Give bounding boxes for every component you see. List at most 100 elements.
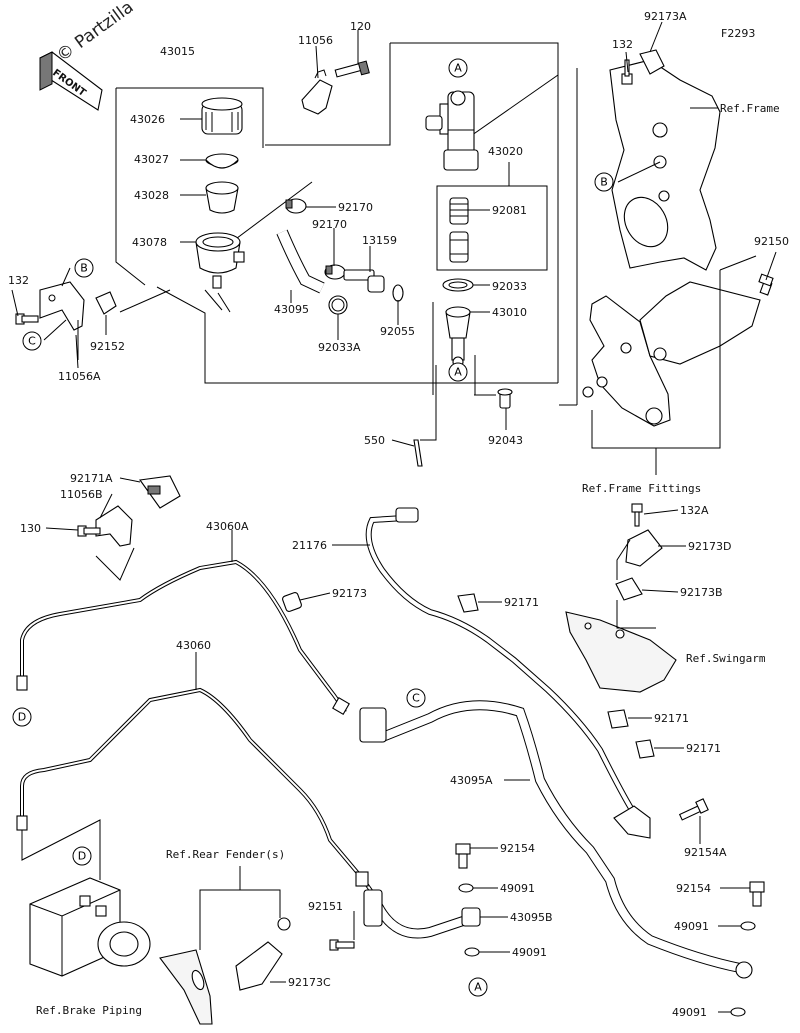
- hose-43095[interactable]: [276, 229, 325, 294]
- frame-casting[interactable]: [609, 59, 721, 271]
- part-label: 13159: [362, 234, 397, 247]
- clip-92171-c[interactable]: [635, 739, 655, 759]
- clip-92171-a[interactable]: [457, 593, 479, 613]
- swingarm-fragment[interactable]: [565, 611, 677, 693]
- part-label: 43060A: [206, 520, 249, 533]
- bolt-132-left[interactable]: [15, 313, 39, 325]
- clip-92173B[interactable]: [615, 577, 643, 601]
- clip-92171-b[interactable]: [607, 709, 629, 729]
- part-label: 49091: [500, 882, 535, 895]
- clip-92171A[interactable]: [139, 475, 181, 509]
- oring-92055[interactable]: [392, 284, 404, 302]
- svg-text:A: A: [454, 62, 462, 75]
- part-label: 92081: [492, 204, 527, 217]
- part-label: 92170: [338, 201, 373, 214]
- part-label: 43028: [134, 189, 169, 202]
- reservoir-cap[interactable]: [201, 97, 243, 135]
- pin-92043[interactable]: [497, 388, 513, 409]
- bolt-92154-center[interactable]: [455, 843, 471, 869]
- part-label: 43026: [130, 113, 165, 126]
- bolt-130[interactable]: [77, 525, 101, 537]
- bolt-120[interactable]: [334, 60, 370, 78]
- pin-550[interactable]: [413, 439, 423, 467]
- master-cylinder-body[interactable]: [425, 90, 479, 171]
- hose-43095A[interactable]: [359, 700, 753, 979]
- rubber-92152[interactable]: [95, 291, 117, 315]
- part-label: 92151: [308, 900, 343, 913]
- reservoir-plate[interactable]: [205, 153, 239, 169]
- fitting-13159[interactable]: [343, 269, 385, 293]
- part-label: 92171: [686, 742, 721, 755]
- abs-unit[interactable]: [29, 877, 151, 977]
- part-label: 132: [8, 274, 29, 287]
- part-label: 43027: [134, 153, 169, 166]
- washer-49091-center-top[interactable]: [458, 883, 474, 893]
- bracket-11056A[interactable]: [39, 281, 85, 360]
- washer-49091-right-top[interactable]: [740, 921, 756, 931]
- step-bracket[interactable]: [582, 281, 761, 427]
- figure-code: F2293: [721, 27, 755, 40]
- clamp-92170-lower[interactable]: [324, 264, 346, 280]
- bracket-11056[interactable]: [301, 69, 333, 115]
- part-label: 92171A: [70, 472, 113, 485]
- part-label: 92033: [492, 280, 527, 293]
- ref-label: Ref.Brake Piping: [36, 1004, 142, 1017]
- bolt-92151[interactable]: [329, 939, 355, 951]
- circlip-92033A[interactable]: [328, 295, 348, 315]
- clamp-92170-upper[interactable]: [285, 198, 307, 214]
- bolt-92154-right[interactable]: [749, 881, 765, 907]
- part-label: 92043: [488, 434, 523, 447]
- bracket-92173C[interactable]: [235, 917, 291, 991]
- svg-text:A: A: [474, 981, 482, 994]
- part-labels: 43015 11056 120 43026 43027 43028 43078 …: [8, 10, 789, 1019]
- washer-49091-center-bottom[interactable]: [464, 947, 480, 957]
- svg-text:D: D: [78, 850, 86, 863]
- part-label: 92033A: [318, 341, 361, 354]
- svg-text:B: B: [80, 262, 88, 275]
- part-label: 11056: [298, 34, 333, 47]
- part-label: 21176: [292, 539, 327, 552]
- reservoir-tank[interactable]: [195, 232, 245, 289]
- bolt-132A[interactable]: [631, 503, 643, 527]
- part-label: 92170: [312, 218, 347, 231]
- pushrod-43010[interactable]: [445, 306, 471, 368]
- washer-49091-right-bottom[interactable]: [730, 1007, 746, 1017]
- hose-21176[interactable]: [365, 507, 651, 839]
- pipe-43060A[interactable]: [16, 559, 350, 715]
- bolt-92150[interactable]: [758, 273, 774, 296]
- part-label: 92154A: [684, 846, 727, 859]
- step-bracket-lines: [591, 255, 757, 475]
- pipe-43060[interactable]: [16, 687, 374, 894]
- bracket-11056B[interactable]: [95, 505, 135, 581]
- hose-43095B[interactable]: [363, 889, 481, 939]
- swingarm-lines: [616, 539, 656, 629]
- rear-fender-fragment[interactable]: [159, 949, 213, 1025]
- part-label: 43078: [132, 236, 167, 249]
- circlip-92033[interactable]: [442, 278, 474, 292]
- ref-label: Ref.Frame: [720, 102, 780, 115]
- bolt-92154A[interactable]: [678, 798, 709, 821]
- svg-text:C: C: [412, 692, 420, 705]
- part-label: 92154: [676, 882, 711, 895]
- reservoir-diaphragm[interactable]: [205, 181, 239, 214]
- part-label: 92055: [380, 325, 415, 338]
- part-label: 92173A: [644, 10, 687, 23]
- svg-text:D: D: [18, 711, 26, 724]
- part-label: 11056A: [58, 370, 101, 383]
- part-label: 92171: [654, 712, 689, 725]
- grommet-92173[interactable]: [282, 592, 303, 613]
- part-label: 43095: [274, 303, 309, 316]
- part-label: 92152: [90, 340, 125, 353]
- part-label: 11056B: [60, 488, 103, 501]
- svg-text:B: B: [600, 176, 608, 189]
- part-label: 49091: [672, 1006, 707, 1019]
- part-label: 49091: [674, 920, 709, 933]
- rear-fender-lines: [199, 866, 281, 950]
- part-label: 43015: [160, 45, 195, 58]
- svg-text:A: A: [454, 366, 462, 379]
- bracket-92173D[interactable]: [625, 529, 663, 567]
- spring-92081[interactable]: [449, 197, 469, 263]
- part-label: 92173C: [288, 976, 331, 989]
- part-label: 130: [20, 522, 41, 535]
